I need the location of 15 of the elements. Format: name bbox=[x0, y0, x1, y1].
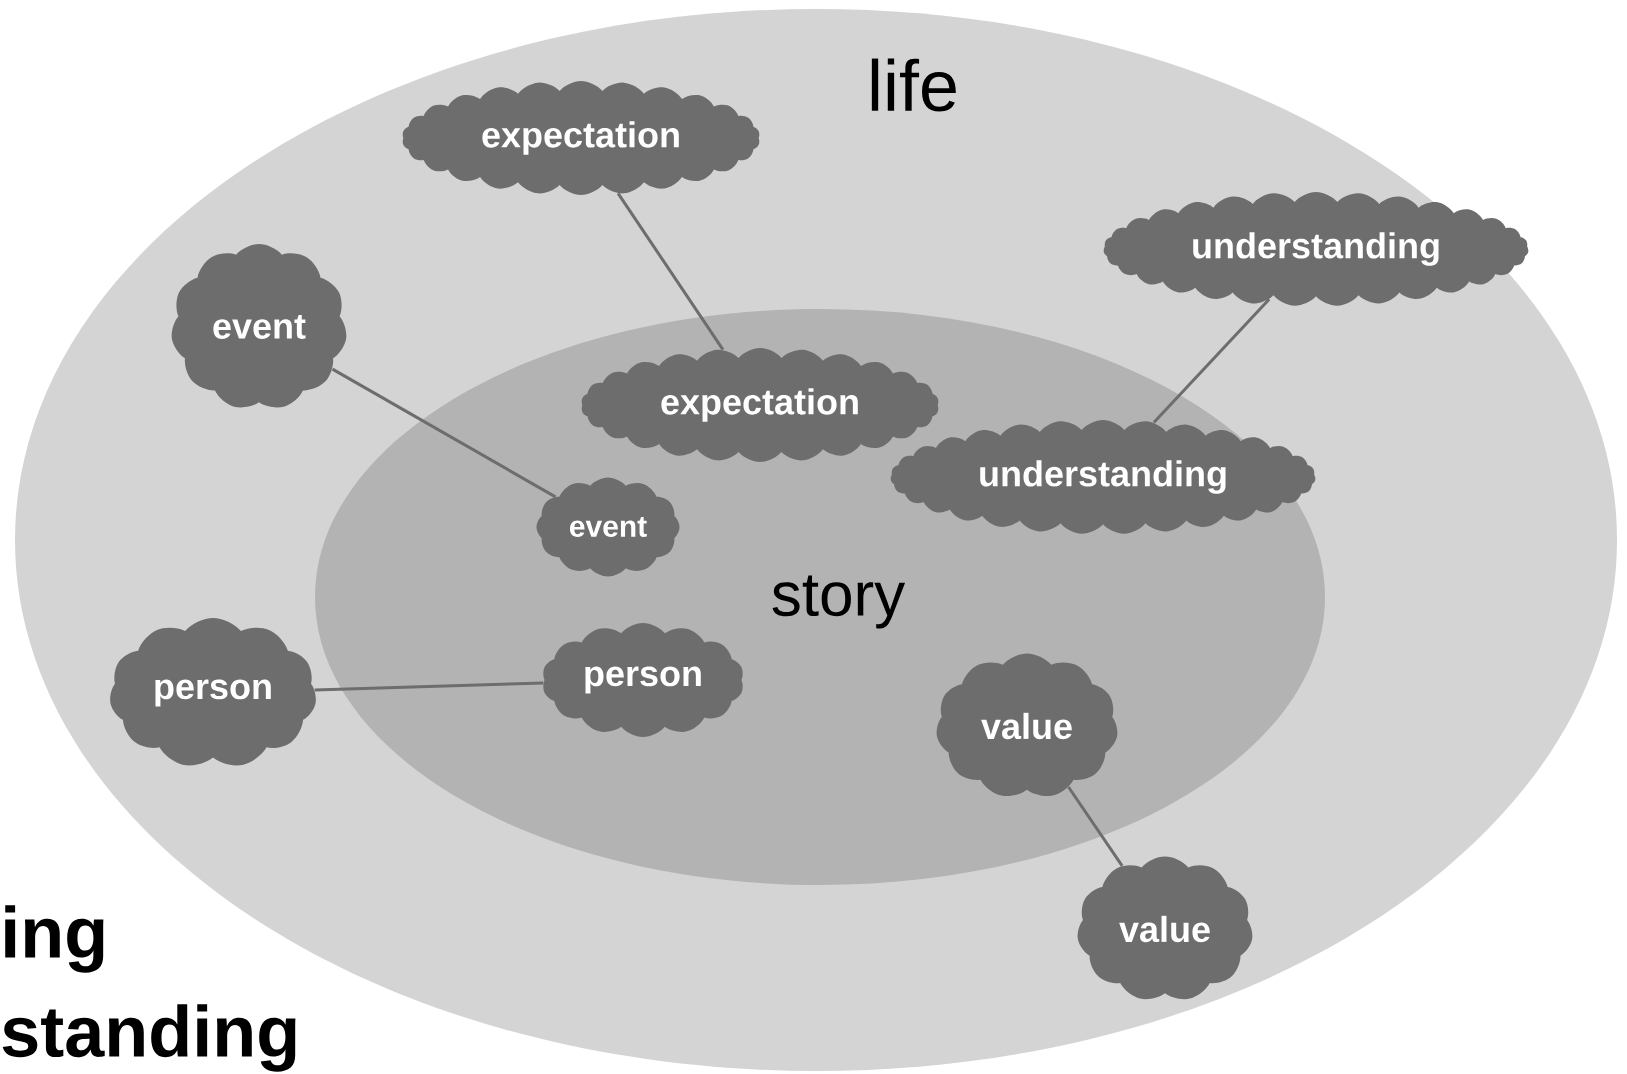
cloud: person bbox=[543, 623, 743, 737]
connector-line bbox=[314, 681, 544, 692]
cloud: expectation bbox=[402, 81, 760, 195]
cloud: value bbox=[936, 653, 1118, 797]
connector-line bbox=[1067, 786, 1124, 867]
cloud: expectation bbox=[581, 348, 939, 462]
cloud: person bbox=[110, 618, 316, 766]
cloud: understanding bbox=[1103, 192, 1529, 306]
connector-line bbox=[331, 367, 557, 499]
cloud: event bbox=[536, 477, 680, 577]
cloud: value bbox=[1077, 856, 1253, 1000]
connector-line bbox=[1152, 298, 1271, 424]
cloud: event bbox=[171, 244, 347, 408]
cloud: understanding bbox=[890, 420, 1316, 534]
connector-line bbox=[616, 192, 725, 351]
